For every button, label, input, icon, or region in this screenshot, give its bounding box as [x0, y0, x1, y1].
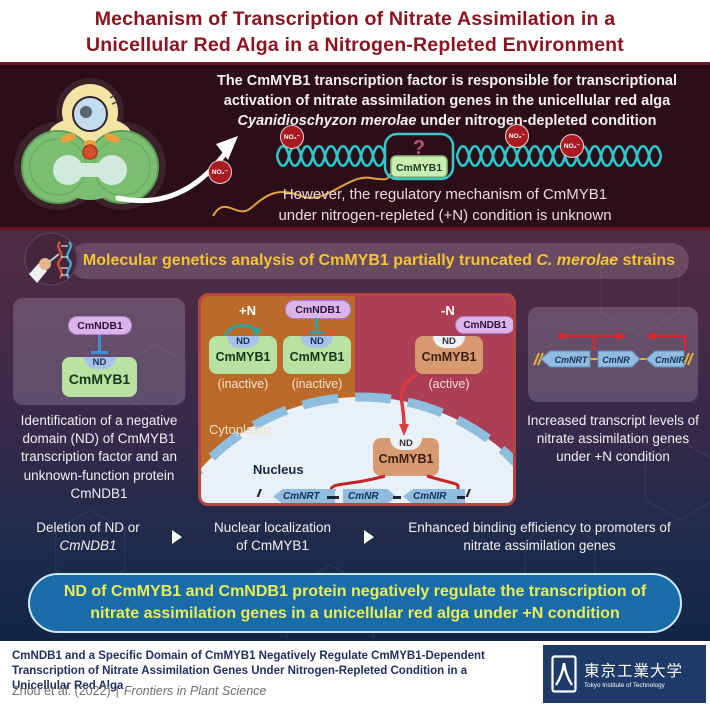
hand-dna-research-icon — [24, 232, 78, 286]
cmmyb1-active-box: ND CmMYB1 — [415, 336, 483, 374]
unknown-pathway-wavy-line — [212, 173, 392, 217]
cmmyb1-nuclear-box: ND CmMYB1 — [373, 438, 439, 476]
species-name: Cyanidioschyzon merolae — [237, 113, 417, 129]
cmmyb1-inactive-box: ND CmMYB1 — [209, 336, 277, 374]
panel-cell-model: +N -N CmNDB1 ND CmMYB1 (inactive) ND CmM… — [198, 293, 516, 506]
active-label: (active) — [428, 377, 470, 391]
plus-n-label: +N — [239, 303, 256, 318]
panel-transcript-levels: CmNRT CmNR CmNIR — [528, 307, 698, 402]
gene-arrow-cmnir: CmNIR — [403, 489, 465, 503]
separator: | — [115, 684, 119, 698]
cmmyb1-inactive-box: ND CmMYB1 — [283, 336, 351, 374]
nucleus-label: Nucleus — [253, 462, 304, 477]
authors: Zhou et al. (2022) — [12, 684, 111, 698]
minus-n-label: -N — [441, 303, 455, 318]
footer: CmNDB1 and a Specific Domain of CmMYB1 N… — [0, 641, 710, 710]
process-step-deletion: Deletion of ND or CmNDB1 — [36, 520, 140, 554]
chevron-arrow-icon — [363, 530, 374, 545]
cmndb1-pill: CmNDB1 — [285, 300, 351, 319]
conclusion-box: ND of CmMYB1 and CmNDB1 protein negative… — [28, 573, 682, 633]
caption-transcript-levels: Increased transcript levels of nitrate a… — [527, 413, 699, 465]
intro-statement: The CmMYB1 transcription factor is respo… — [192, 71, 702, 131]
svg-text:CmNRT: CmNRT — [555, 355, 589, 365]
cytoplasm-label: Cytoplasm — [209, 422, 271, 437]
cmmyb1-protein-box: ND CmMYB1 — [62, 357, 137, 397]
logo-text: 東京工業大学 Tokyo Institute of Technology — [584, 663, 684, 689]
process-step-binding: Enhanced binding efficiency to promoters… — [408, 520, 671, 554]
divider-top — [0, 62, 710, 65]
transcription-start-arrow-icon — [556, 332, 687, 350]
sequence-break-mark: // — [466, 488, 470, 500]
open-question-text: However, the regulatory mechanism of CmM… — [278, 186, 612, 224]
banner-text: Molecular genetics analysis of CmMYB1 pa… — [82, 252, 676, 269]
intro-text-end: under nitrogen-depleted condition — [416, 113, 657, 129]
byline: Zhou et al. (2022) | Frontiers in Plant Sc… — [12, 684, 266, 698]
intro-text-start: The CmMYB1 transcription factor is respo… — [216, 73, 678, 109]
nd-domain-notch: ND — [83, 357, 116, 369]
divider-middle — [0, 227, 710, 230]
svg-text:CmNIR: CmNIR — [655, 355, 686, 365]
gene-arrow-cmnrt: CmNRT — [273, 489, 335, 503]
process-step-localization: Nuclear localization of CmMYB1 — [213, 520, 332, 554]
conclusion-text: ND of CmMYB1 and CmNDB1 protein negative… — [63, 583, 647, 622]
nitrate-molecule-icon: NO₃⁻ — [560, 134, 584, 158]
process-flow: Deletion of ND or CmNDB1 Nuclear localiz… — [0, 519, 710, 555]
citation-title: CmNDB1 and a Specific Domain of CmMYB1 N… — [12, 650, 485, 692]
cmndb1-pill: CmNDB1 — [68, 316, 132, 335]
svg-text:CmNR: CmNR — [602, 355, 630, 365]
header: Mechanism of Transcription of Nitrate As… — [0, 0, 710, 62]
inactive-label: (inactive) — [291, 377, 343, 391]
inhibition-arrow-icon — [315, 318, 318, 331]
page-title-line1: Mechanism of Transcription of Nitrate As… — [94, 8, 616, 30]
section-banner: Molecular genetics analysis of CmMYB1 pa… — [69, 243, 689, 279]
caption-nd-identification: Identification of a negative domain (ND)… — [20, 413, 178, 501]
tokyo-tech-logo: 東京工業大学 Tokyo Institute of Technology — [543, 645, 706, 703]
inactive-label: (inactive) — [217, 377, 269, 391]
dna-helix-icon: ? CmMYB1 — [212, 132, 663, 217]
tokyo-tech-emblem-icon — [551, 655, 577, 693]
gene-transcription-diagram: CmNRT CmNR CmNIR — [533, 332, 694, 368]
nitrate-molecule-icon: NO₃⁻ — [208, 160, 232, 184]
nitrate-molecule-icon: NO₃⁻ — [505, 124, 529, 148]
panel-nd-identification: CmNDB1 ND CmMYB1 — [13, 298, 185, 405]
chevron-arrow-icon — [171, 530, 182, 545]
sequence-break-mark: // — [257, 488, 261, 500]
cmndb1-pill: CmNDB1 — [455, 316, 513, 334]
analysis-section: Molecular genetics analysis of CmMYB1 pa… — [0, 230, 710, 641]
problem-section: The CmMYB1 transcription factor is respo… — [0, 65, 710, 227]
question-mark: ? — [413, 137, 425, 159]
dividing-alga-cell-icon — [14, 78, 166, 210]
gene-arrow-cmnr: CmNR — [343, 489, 396, 503]
page-title-line2: Unicellular Red Alga in a Nitrogen-Reple… — [86, 33, 624, 56]
journal-name: Frontiers in Plant Science — [123, 684, 267, 698]
nitrate-molecule-icon: NO₃⁻ — [280, 125, 304, 149]
cmmyb1-dna-label: CmMYB1 — [396, 162, 442, 174]
